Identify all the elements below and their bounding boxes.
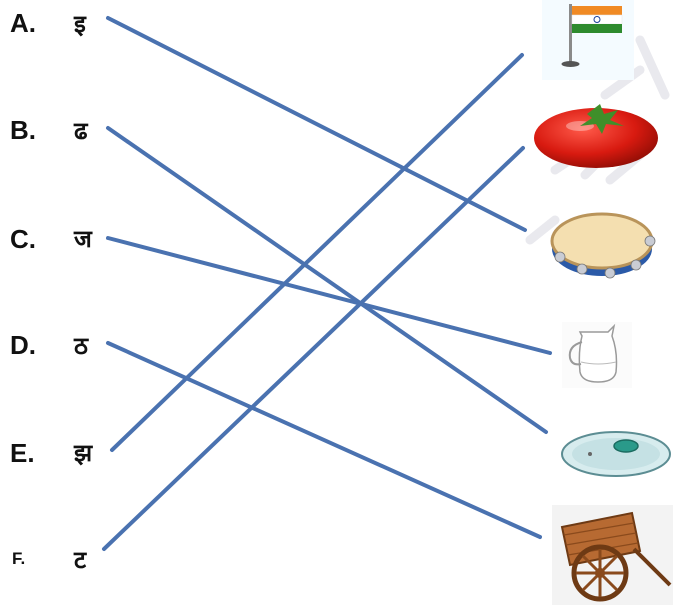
tomato-picture (534, 104, 658, 168)
item-e-label: E. (10, 438, 35, 468)
line-d-to-cart (106, 341, 542, 539)
item-f-label: F. (12, 549, 26, 568)
item-a-letter: इ (74, 10, 86, 38)
item-b-letter: ढ (74, 117, 88, 145)
line-b-to-lid (106, 126, 548, 434)
line-f-to-tomato (102, 146, 525, 551)
jug-picture (562, 322, 632, 388)
line-c-to-jug (106, 236, 552, 355)
item-e-letter: झ (74, 439, 93, 467)
indian-flag-picture (542, 0, 634, 80)
item-b-label: B. (10, 115, 36, 145)
line-a-to-tambourine (106, 16, 527, 232)
item-a-label: A. (10, 8, 36, 38)
lid-picture (561, 431, 671, 477)
item-c-label: C. (10, 224, 36, 254)
item-d-label: D. (10, 330, 36, 360)
item-d-letter: ठ (74, 332, 88, 360)
cart-picture (552, 505, 673, 605)
item-f-letter: ट (74, 546, 87, 574)
item-c-letter: ज (74, 225, 92, 253)
tambourine-picture (550, 212, 656, 279)
line-e-to-flag (110, 53, 524, 452)
